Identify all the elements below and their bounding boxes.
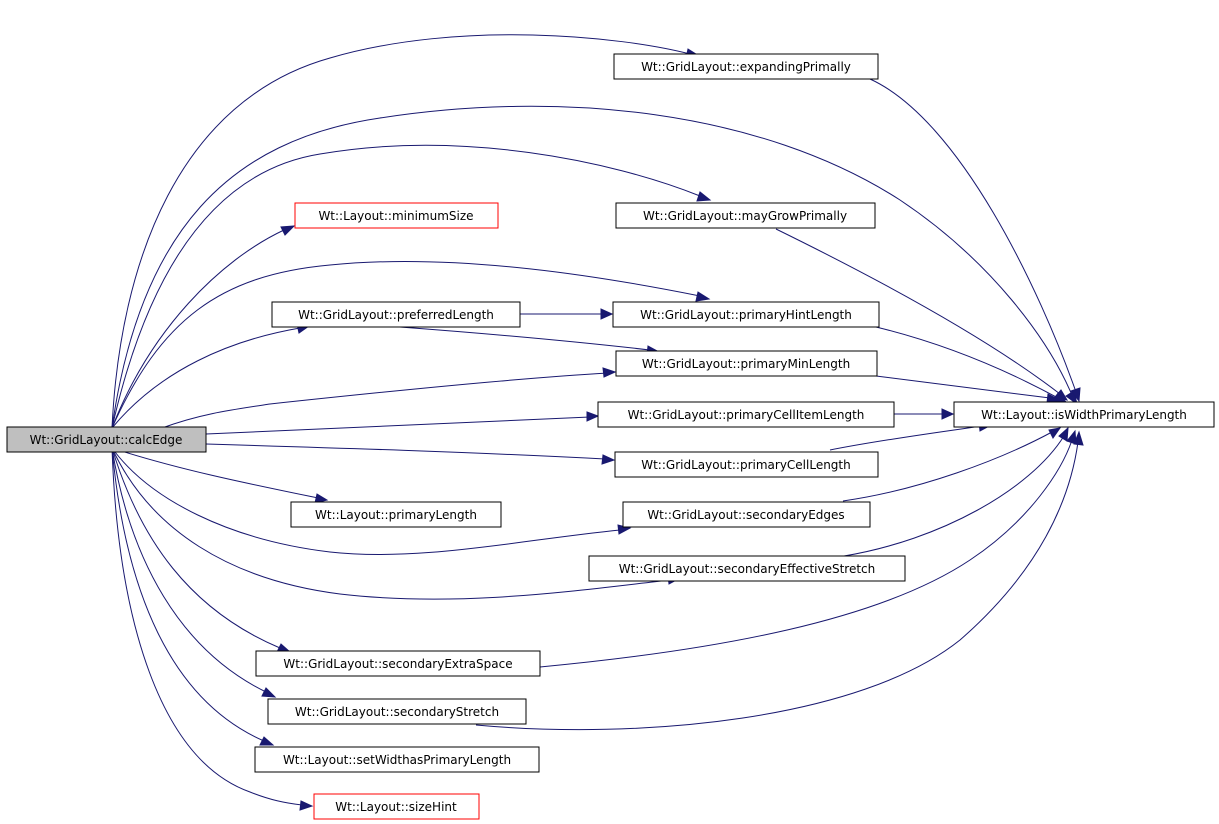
- arrowhead: [602, 367, 617, 378]
- node-label: Wt::Layout::setWidthasPrimaryLength: [283, 753, 511, 767]
- edge-primarycelllength-iswidthprimarylength: [829, 425, 983, 451]
- edge-calcedge-primarycellitemlength: [205, 416, 591, 435]
- node-label: Wt::GridLayout::primaryHintLength: [640, 308, 852, 322]
- edge-calcedge-minimumsize: [111, 229, 285, 429]
- node-label: Wt::GridLayout::primaryCellLength: [641, 458, 851, 472]
- edge-expandingprimally-iswidthprimarylength: [869, 78, 1077, 393]
- edge-calcedge-sizehint: [111, 447, 303, 806]
- edge-primaryhintlength-iswidthprimarylength: [875, 326, 1059, 399]
- node-label: Wt::Layout::isWidthPrimaryLength: [981, 408, 1187, 422]
- edge-preferredlength-primaryminlength: [399, 326, 651, 351]
- edge-calcedge-primarycelllength: [205, 443, 606, 460]
- arrowhead: [280, 225, 296, 236]
- edge-secondarystretch-iswidthprimarylength: [475, 441, 1079, 731]
- edge-maygrowprimally-iswidthprimarylength: [775, 228, 1061, 395]
- edge-calcedge-expandingprimally: [111, 34, 691, 429]
- arrowhead: [696, 191, 712, 202]
- edge-calcedge-isvalid-top: [111, 105, 1075, 429]
- node-label: Wt::Layout::minimumSize: [318, 209, 473, 223]
- node-expandingprimally[interactable]: Wt::GridLayout::expandingPrimally: [613, 53, 879, 80]
- edge-secondaryedges-iswidthprimarylength: [842, 431, 1053, 502]
- node-secondaryedges[interactable]: Wt::GridLayout::secondaryEdges: [622, 501, 871, 528]
- node-setwidthasprimarylength[interactable]: Wt::Layout::setWidthasPrimaryLength: [254, 746, 540, 773]
- node-label: Wt::GridLayout::calcEdge: [30, 433, 183, 447]
- node-label: Wt::GridLayout::secondaryStretch: [295, 705, 499, 719]
- edge-calcedge-primarylength: [111, 447, 319, 499]
- arrowhead: [1073, 430, 1084, 446]
- arrowhead: [586, 411, 600, 422]
- node-secondarystretch[interactable]: Wt::GridLayout::secondaryStretch: [267, 698, 527, 725]
- node-label: Wt::GridLayout::mayGrowPrimally: [643, 209, 847, 223]
- edge-secondaryextraspace-iswidthprimarylength: [539, 439, 1073, 668]
- node-label: Wt::GridLayout::secondaryEdges: [647, 508, 844, 522]
- edge-calcedge-secondaryeffectivestretch: [111, 447, 671, 600]
- node-minimumsize[interactable]: Wt::Layout::minimumSize: [294, 202, 499, 229]
- arrowhead: [1058, 426, 1069, 442]
- edges: [111, 34, 1084, 811]
- node-calcedge[interactable]: Wt::GridLayout::calcEdge: [6, 426, 207, 453]
- node-primaryminlength[interactable]: Wt::GridLayout::primaryMinLength: [615, 350, 878, 377]
- edge-calcedge-maygrowprimally: [111, 144, 701, 429]
- nodes: Wt::GridLayout::calcEdge Wt::GridLayout:…: [6, 53, 1215, 820]
- node-label: Wt::GridLayout::secondaryExtraSpace: [283, 657, 512, 671]
- node-maygrowprimally[interactable]: Wt::GridLayout::mayGrowPrimally: [615, 202, 876, 229]
- arrowhead: [601, 454, 616, 465]
- node-label: Wt::GridLayout::expandingPrimally: [641, 60, 851, 74]
- arrowhead: [1066, 429, 1077, 445]
- node-secondaryeffectivestretch[interactable]: Wt::GridLayout::secondaryEffectiveStretc…: [588, 555, 906, 582]
- node-iswidthprimarylength[interactable]: Wt::Layout::isWidthPrimaryLength: [953, 401, 1215, 428]
- node-label: Wt::Layout::primaryLength: [315, 508, 477, 522]
- arrowhead: [695, 291, 711, 302]
- node-label: Wt::GridLayout::secondaryEffectiveStretc…: [619, 562, 876, 576]
- arrowhead: [259, 736, 275, 746]
- node-primaryhintlength[interactable]: Wt::GridLayout::primaryHintLength: [612, 301, 880, 328]
- node-primarylength[interactable]: Wt::Layout::primaryLength: [290, 501, 502, 528]
- edge-calcedge-secondaryedges: [111, 447, 621, 556]
- node-sizehint[interactable]: Wt::Layout::sizeHint: [313, 793, 480, 820]
- edge-calcedge-preferredlength: [111, 327, 301, 429]
- arrowhead: [1048, 427, 1062, 439]
- node-primarycelllength[interactable]: Wt::GridLayout::primaryCellLength: [614, 451, 879, 478]
- edge-calcedge-primaryminlength: [161, 372, 609, 429]
- arrowhead: [261, 687, 277, 698]
- node-label: Wt::GridLayout::primaryCellItemLength: [628, 408, 865, 422]
- edge-calcedge-secondaryextraspace: [111, 447, 281, 649]
- edge-secondaryeffectivestretch-iswidthprimarylength: [843, 435, 1065, 557]
- arrowhead: [1070, 387, 1081, 403]
- node-label: Wt::Layout::sizeHint: [335, 800, 457, 814]
- node-preferredlength[interactable]: Wt::GridLayout::preferredLength: [271, 301, 521, 328]
- edge-calcedge-secondarystretch: [111, 447, 267, 693]
- node-secondaryextraspace[interactable]: Wt::GridLayout::secondaryExtraSpace: [255, 650, 541, 677]
- node-label: Wt::GridLayout::preferredLength: [298, 308, 494, 322]
- arrowhead: [299, 800, 314, 811]
- edge-primaryminlength-iswidthprimarylength: [875, 375, 1051, 399]
- arrowhead: [600, 308, 614, 320]
- node-primarycellitemlength[interactable]: Wt::GridLayout::primaryCellItemLength: [597, 401, 895, 428]
- edge-calcedge-setwidthasprimarylength: [111, 447, 265, 742]
- edge-calcedge-primaryhintlength: [111, 261, 701, 429]
- node-label: Wt::GridLayout::primaryMinLength: [642, 357, 850, 371]
- arrowhead: [941, 408, 955, 420]
